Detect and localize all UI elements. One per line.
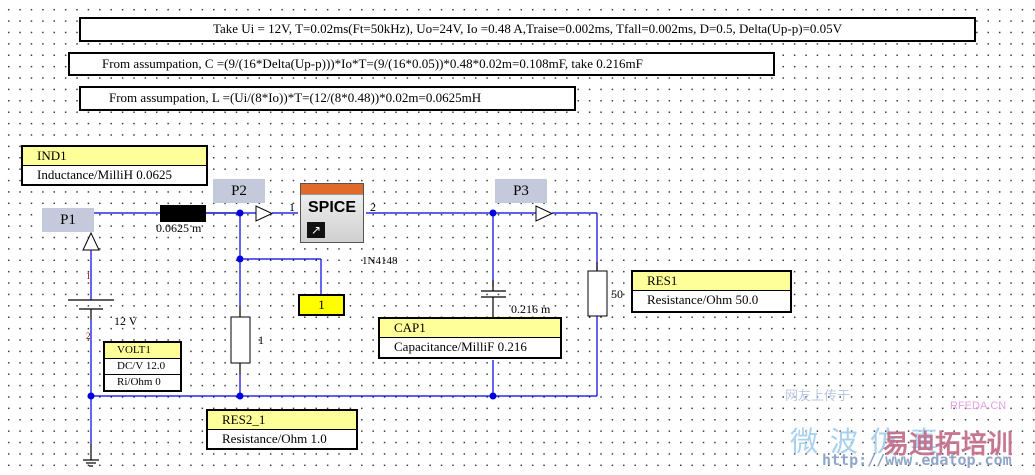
- inductor-ind1[interactable]: [160, 205, 206, 222]
- volt1-dc: DC/V 12.0: [117, 360, 166, 372]
- ind1-param-box[interactable]: IND1 Inductance/MilliH 0.0625: [21, 145, 208, 186]
- junction: [236, 209, 244, 217]
- port-p1[interactable]: P1: [42, 208, 94, 232]
- res2-1-param-box[interactable]: RES2_1 Resistance/Ohm 1.0: [206, 409, 358, 450]
- resistor-res2-1[interactable]: [230, 316, 251, 364]
- spice-label: SPICE: [307, 199, 356, 216]
- diode-pin2-label: 2: [370, 200, 376, 214]
- res1-value-label: 50: [611, 287, 623, 301]
- inductor-calc-text: From assumpation, L =(Ui/(8*Io))*T=(12/(…: [109, 90, 482, 105]
- res2-1-name: RES2_1: [208, 411, 356, 430]
- resistor-res1[interactable]: [587, 270, 608, 317]
- cap1-name: CAP1: [380, 319, 560, 338]
- capacitor-calc-text: From assumpation, C =(9/(16*Delta(Up-p))…: [102, 56, 643, 71]
- cap1-param-box[interactable]: CAP1 Capacitance/MilliF 0.216: [378, 317, 562, 359]
- port-p3[interactable]: P3: [495, 179, 547, 203]
- spice-title-bar: [301, 184, 363, 195]
- shortcut-arrow-icon: ↗: [307, 222, 325, 238]
- diode-model-label: 1N4148: [362, 255, 398, 267]
- res1-param-box[interactable]: RES1 Resistance/Ohm 50.0: [631, 270, 792, 313]
- res2-1-param: Resistance/Ohm 1.0: [222, 431, 327, 446]
- cap1-param: Capacitance/MilliF 0.216: [394, 339, 527, 354]
- spice-diode-block[interactable]: SPICE ↗: [300, 183, 364, 243]
- port-arrow-p1: [82, 231, 100, 251]
- port-p2[interactable]: P2: [213, 179, 265, 203]
- assumptions-text: Take Ui = 12V, T=0.02ms(Ft=50kHz), Uo=24…: [212, 21, 843, 36]
- assumptions-note: Take Ui = 12V, T=0.02ms(Ft=50kHz), Uo=24…: [79, 17, 976, 42]
- volt1-param-box[interactable]: VOLT1 DC/V 12.0 Ri/Ohm 0: [103, 341, 182, 392]
- volt1-ri: Ri/Ohm 0: [105, 374, 180, 390]
- port-arrow-p2: [255, 205, 274, 222]
- diode-pin1-label: 1: [289, 200, 295, 214]
- inductor-calc-note: From assumpation, L =(Ui/(8*Io))*T=(12/(…: [79, 86, 576, 111]
- volt1-pin2: 2: [86, 331, 91, 341]
- ind1-param: Inductance/MilliH 0.0625: [37, 167, 173, 182]
- res1-param: Resistance/Ohm 50.0: [647, 292, 759, 307]
- probe-box[interactable]: 1: [298, 294, 345, 316]
- ind1-name: IND1: [23, 147, 206, 166]
- res2-1-value-label: 1: [258, 333, 264, 347]
- volt1-value-label: 12 V: [114, 314, 138, 328]
- volt1-pin1: 1: [86, 271, 91, 281]
- junction: [489, 209, 497, 217]
- volt1-name: VOLT1: [105, 343, 180, 359]
- port-arrow-p3: [535, 205, 554, 222]
- ind1-value-label: 0.0625 m: [156, 221, 202, 235]
- cap1-value-label: 0.216 m: [511, 302, 551, 316]
- capacitor-calc-note: From assumpation, C =(9/(16*Delta(Up-p))…: [68, 52, 775, 76]
- res1-name: RES1: [633, 272, 790, 291]
